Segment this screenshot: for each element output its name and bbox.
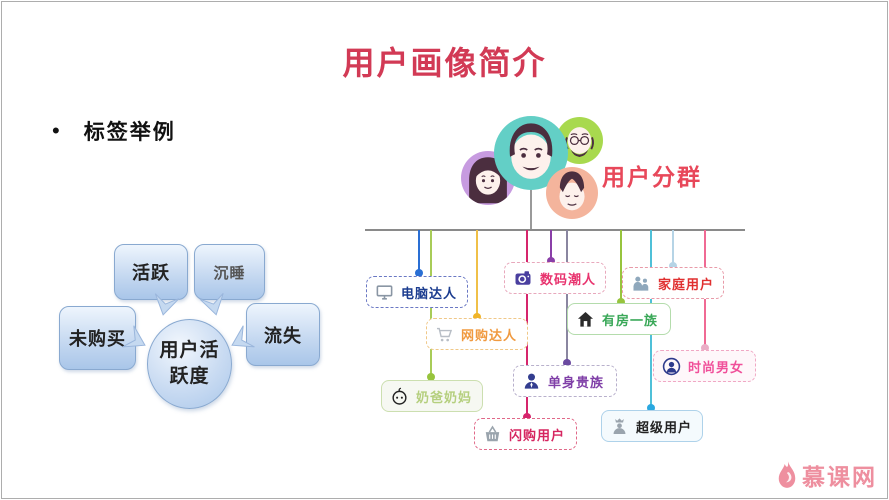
dot-flash — [523, 413, 531, 421]
dot-single — [563, 359, 571, 367]
drop-line-house — [620, 230, 622, 302]
drop-line-family — [672, 230, 674, 266]
bullet-item: • 标签举例 — [52, 116, 176, 146]
drop-line-digital — [550, 230, 552, 261]
activity-box-active: 活跃 — [114, 244, 188, 300]
group-box-flash-buyer: 闪购用户 — [474, 418, 577, 450]
group-label: 闪购用户 — [509, 427, 566, 443]
group-box-family-user: 家庭用户 — [622, 267, 724, 299]
group-label: 数码潮人 — [540, 271, 597, 287]
flame-icon — [778, 461, 796, 488]
young-man-avatar — [546, 167, 598, 219]
watermark-text: 慕课网 — [802, 464, 877, 490]
group-box-single-noble: 单身贵族 — [513, 365, 617, 397]
monitor-icon — [375, 283, 394, 302]
dot-fashion — [701, 344, 709, 352]
dot-shopper — [473, 313, 481, 321]
dot-super — [647, 404, 655, 412]
group-box-fashion-youth: 时尚男女 — [653, 350, 756, 382]
family-icon — [631, 274, 651, 293]
dot-house — [617, 298, 625, 306]
bullet-dot: • — [52, 118, 60, 143]
arrow-down-icon — [154, 293, 180, 316]
fashion-person-icon — [662, 357, 681, 376]
baby-icon — [390, 387, 409, 406]
group-box-super-user: 超级用户 — [601, 410, 703, 442]
arrow-right-icon — [122, 325, 146, 348]
drop-line-computer — [418, 230, 420, 273]
drop-line-single — [566, 230, 568, 363]
dot-family — [669, 262, 677, 270]
arrow-down-icon — [199, 293, 224, 316]
young-man-face-icon — [559, 171, 585, 211]
activity-center-line2: 跃度 — [169, 366, 210, 387]
activity-center-line1: 用户活 — [159, 340, 220, 362]
group-label: 有房一族 — [602, 312, 659, 328]
group-label: 电脑达人 — [401, 285, 458, 301]
drop-line-shopper — [476, 230, 478, 317]
group-box-parents: 奶爸奶妈 — [381, 380, 483, 412]
group-box-online-shopper: 网购达人 — [426, 318, 528, 350]
group-label: 奶爸奶妈 — [416, 389, 473, 405]
group-label: 网购达人 — [461, 327, 518, 343]
group-label: 单身贵族 — [548, 374, 605, 390]
segment-heading: 用户分群 — [602, 164, 702, 190]
crown-person-icon — [610, 417, 629, 436]
camera-icon — [513, 269, 533, 287]
group-box-computer-expert: 电脑达人 — [366, 276, 468, 308]
basket-icon — [483, 424, 502, 444]
activity-center-circle: 用户活 跃度 — [147, 319, 232, 409]
activity-box-dormant: 沉睡 — [194, 244, 265, 300]
group-label: 时尚男女 — [688, 359, 745, 375]
group-box-digital-trendsetter: 数码潮人 — [504, 262, 606, 294]
dot-digital — [547, 257, 555, 265]
arrow-left-icon — [231, 325, 255, 348]
man-avatar — [494, 116, 568, 190]
house-icon — [576, 310, 595, 329]
group-box-homeowner: 有房一族 — [567, 303, 671, 335]
watermark: 慕课网 — [776, 458, 877, 492]
avatar-stem-line — [530, 190, 532, 230]
man-face-icon — [509, 123, 553, 179]
dot-parents — [427, 373, 435, 381]
dot-computer — [415, 269, 423, 277]
bullet-label: 标签举例 — [83, 121, 176, 144]
group-label: 家庭用户 — [658, 276, 715, 292]
activity-box-churn: 流失 — [246, 303, 320, 366]
cart-icon — [435, 325, 454, 344]
group-label: 超级用户 — [636, 419, 693, 435]
person-icon — [522, 372, 541, 391]
page-title: 用户画像简介 — [342, 45, 547, 81]
activity-box-nonbuyer: 未购买 — [59, 306, 136, 370]
segment-baseline — [365, 229, 745, 231]
